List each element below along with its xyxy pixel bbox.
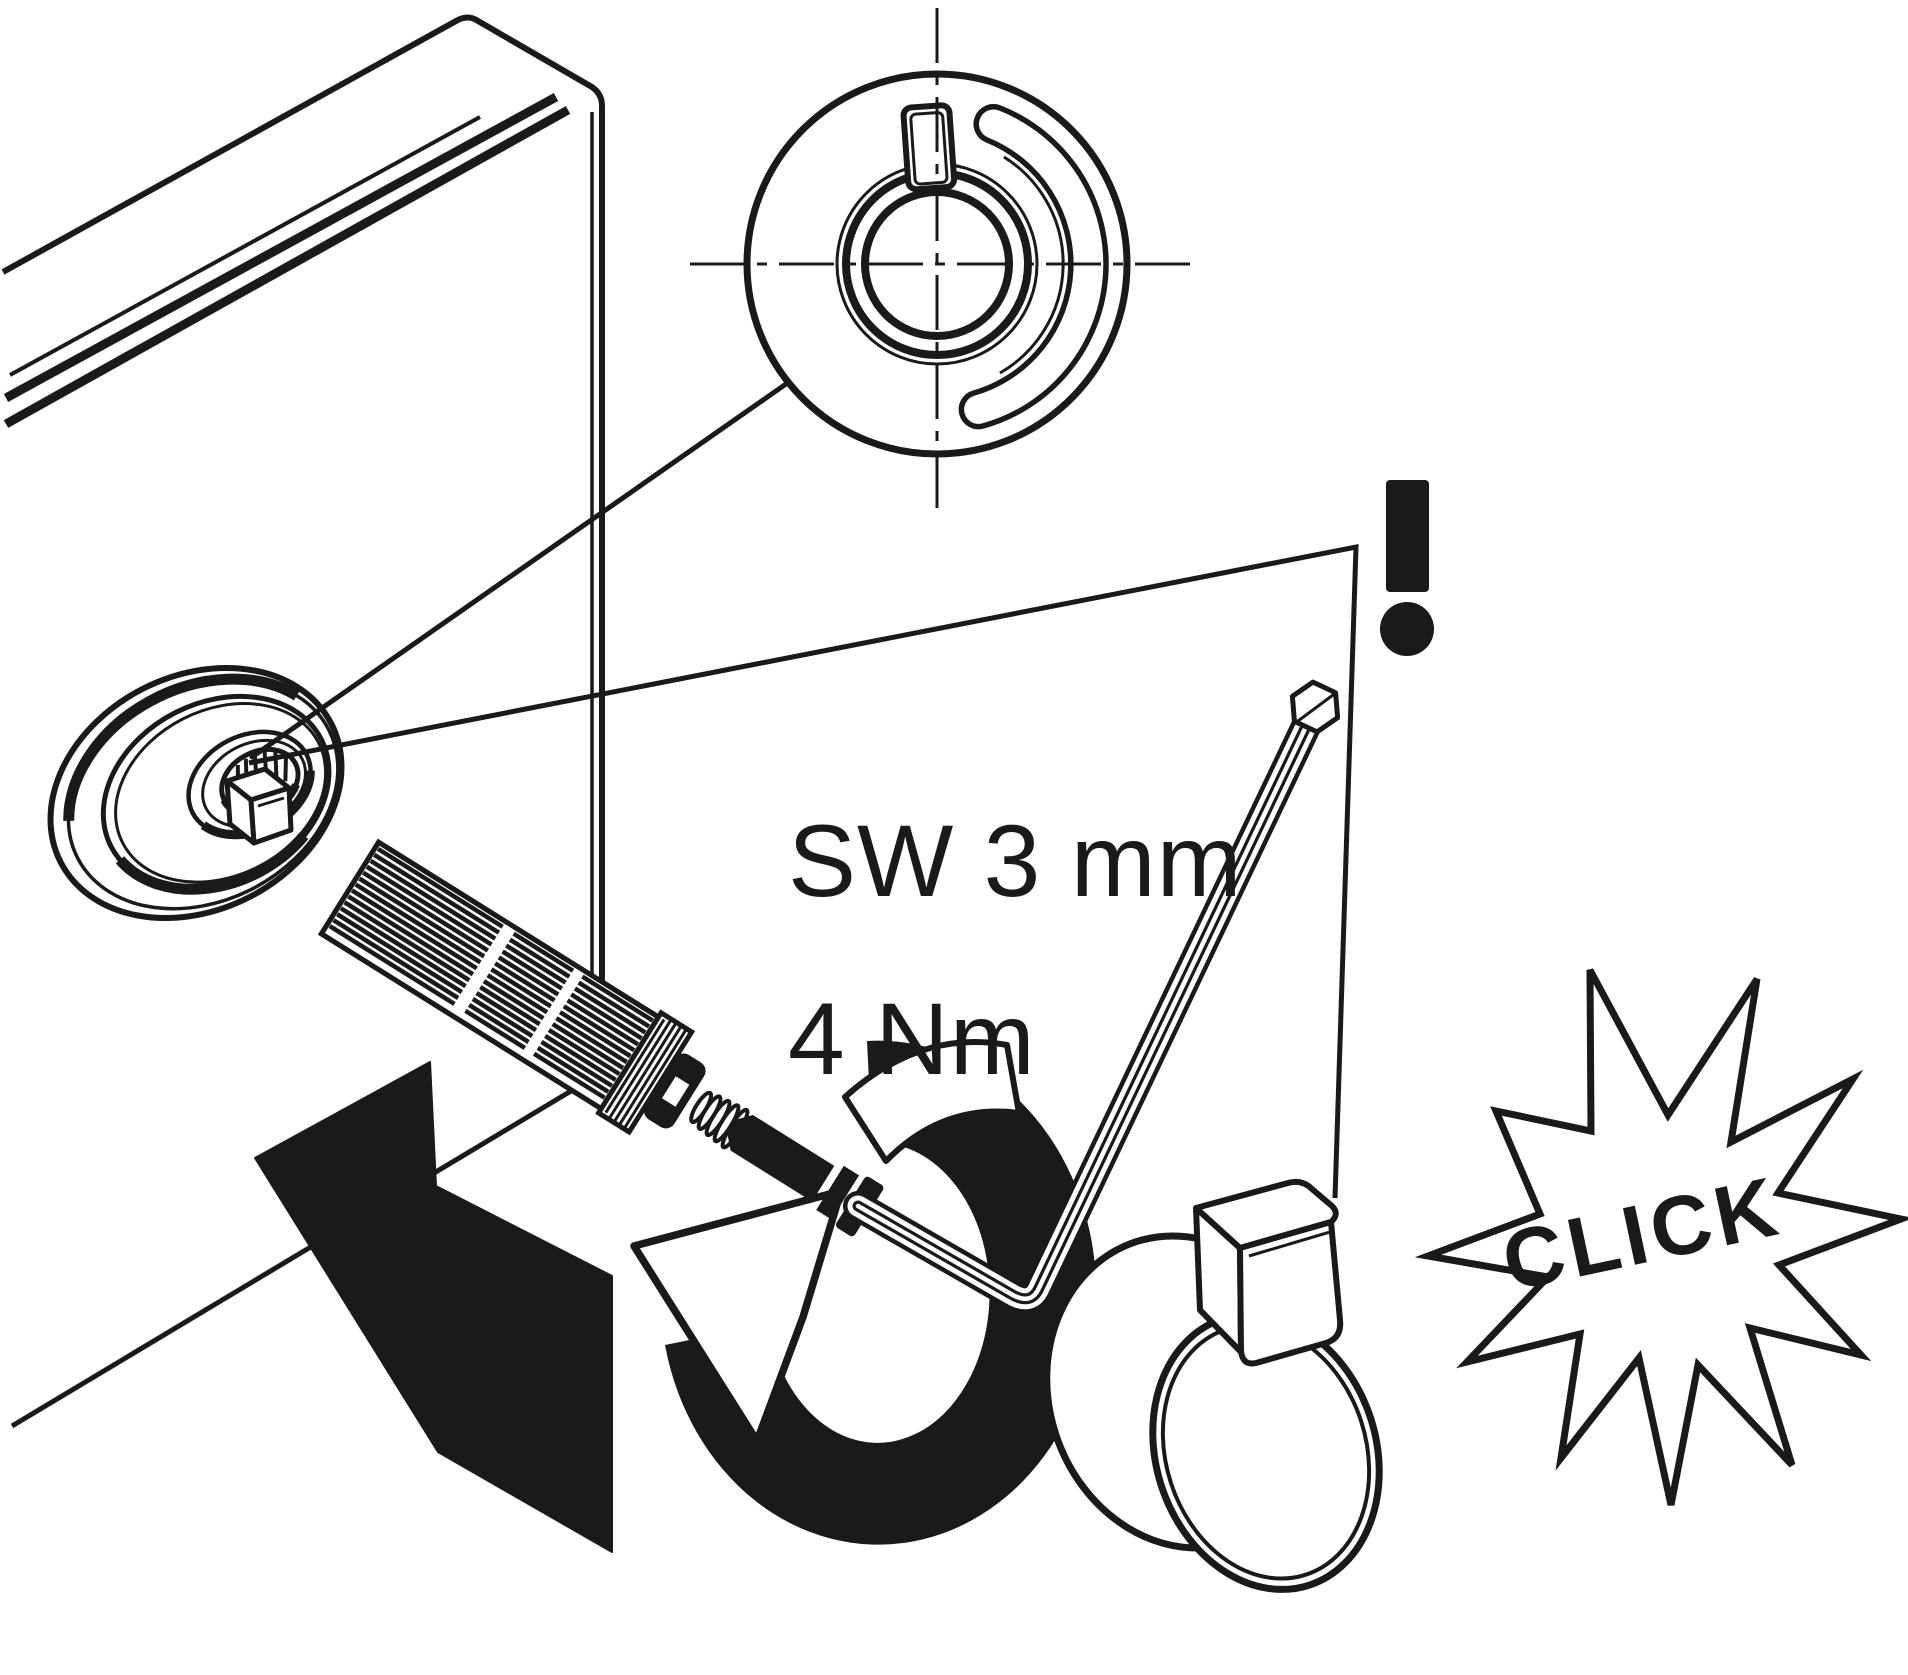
rotation-arrow-ribbon <box>842 1039 1022 1164</box>
keyhole-escutcheon-detail-view <box>690 8 1192 508</box>
splined-shaft-break-1 <box>449 923 516 1019</box>
detail-c-slot <box>958 103 1109 430</box>
clip-front-detail-line <box>1248 1230 1331 1258</box>
splined-shaft-break-2 <box>520 967 585 1062</box>
rotation-arrow-ring <box>665 1040 1097 1545</box>
grub-screw-band-1 <box>816 1165 860 1220</box>
flange-face-shadow <box>115 832 309 895</box>
flange-rim-inner-line <box>66 677 340 911</box>
adapter-collar-teeth <box>604 1018 687 1128</box>
clip-front-face <box>1237 1219 1344 1367</box>
click-starburst: CLICK <box>1414 968 1908 1506</box>
panel-bottom-edge <box>10 1070 603 1429</box>
panel-outer-edge <box>1 14 605 1072</box>
insertion-direction-arrow <box>254 1061 613 1553</box>
exclamation-dot <box>1380 602 1434 656</box>
panel-front-top-edge-2 <box>3 106 571 428</box>
allen-key-face-3 <box>855 711 1315 1302</box>
wrench-size-label: SW 3 mm <box>788 804 1243 918</box>
exclamation-bar <box>1386 480 1429 592</box>
keyway-tab-detail-line <box>257 796 285 808</box>
click-star-shape <box>1414 968 1908 1506</box>
detail-leader-line <box>249 381 789 760</box>
splined-adapter-assembly <box>317 838 884 1237</box>
glass-panel-corner <box>1 14 605 1429</box>
keyway-tab-front-face <box>248 785 294 846</box>
panel-front-top-edge-1 <box>3 93 559 402</box>
warning-exclamation-icon <box>1380 480 1434 656</box>
torque-annotation: SW 3 mm 4 Nm <box>788 804 1243 1096</box>
splined-shaft-teeth <box>328 846 654 1100</box>
allen-key-hex-tip-line <box>1296 693 1335 723</box>
torque-value-label: 4 Nm <box>788 982 1036 1096</box>
knob-mounting-clip <box>1193 1178 1344 1367</box>
detail-c-slot-inner-line <box>999 155 1065 375</box>
detail-keyway-slot <box>900 102 958 193</box>
flange-face-inner-line <box>114 702 328 884</box>
keyway-tab <box>224 766 294 846</box>
rotation-direction-arrow <box>630 1039 1097 1545</box>
handle-knob <box>1043 1178 1383 1593</box>
warning-leader-line <box>248 543 1359 1199</box>
allen-key-3mm <box>843 679 1341 1314</box>
callout-leader-lines <box>248 381 1359 1199</box>
grub-screw-shaft <box>726 1115 835 1202</box>
wall-mounting-flange <box>47 664 345 922</box>
rotation-arrow-head <box>630 1187 845 1445</box>
adapter-socket-slot <box>661 1076 690 1107</box>
panel-top-face-inner-edge <box>9 115 481 377</box>
